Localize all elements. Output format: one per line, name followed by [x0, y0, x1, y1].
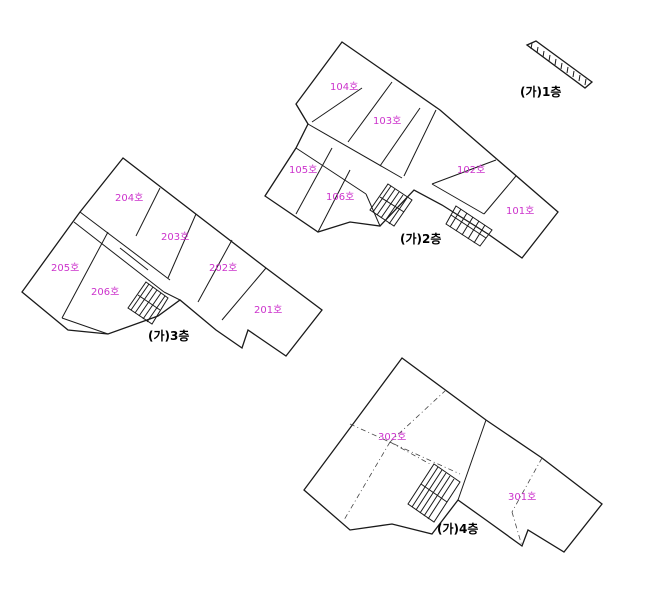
unit-105-label: 105호: [289, 164, 317, 176]
unit-102-label: 102호: [457, 164, 485, 176]
unit-302-label: 302호: [378, 431, 406, 443]
floor-2-partitions: [295, 81, 517, 233]
floor-4-outline: [303, 357, 603, 553]
floor-3-plan: 204호 203호 205호 206호 202호 201호 (가)3층: [21, 157, 323, 357]
floor-1-stair-treads: [530, 42, 587, 86]
unit-103-label: 103호: [373, 115, 401, 127]
unit-101-label: 101호: [506, 205, 534, 217]
unit-204-label: 204호: [115, 192, 143, 204]
floor-2-label: (가)2층: [400, 231, 441, 246]
unit-206-label: 206호: [91, 286, 119, 298]
floor-4-partitions: [457, 419, 487, 501]
floor-1-label: (가)1층: [520, 84, 561, 99]
unit-201-label: 201호: [254, 304, 282, 316]
unit-104-label: 104호: [330, 81, 358, 93]
floor-2-stair-right: [445, 205, 493, 247]
unit-106-label: 106호: [326, 191, 354, 203]
unit-203-label: 203호: [161, 231, 189, 243]
floor-1-plan: (가)1층: [520, 40, 594, 99]
floor-3-label: (가)3층: [148, 328, 189, 343]
floor-3-partitions: [61, 187, 267, 335]
floor-2-stair-left: [369, 183, 413, 227]
floor-1-stair-outline: [525, 40, 594, 89]
floor-2-outline: [264, 41, 559, 259]
unit-301-label: 301호: [508, 491, 536, 503]
unit-205-label: 205호: [51, 262, 79, 274]
floor-4-plan: 302호 301호 (가)4층: [303, 357, 603, 553]
floor-4-dashed-lines: [343, 389, 543, 547]
floor-4-label: (가)4층: [437, 521, 478, 536]
floor-3-outline: [21, 157, 323, 357]
floor-2-plan: 104호 103호 105호 106호 102호 101호 (가)2층: [264, 41, 559, 259]
floor-3-stair: [127, 281, 169, 325]
unit-202-label: 202호: [209, 262, 237, 274]
floor-4-stair: [407, 463, 461, 523]
